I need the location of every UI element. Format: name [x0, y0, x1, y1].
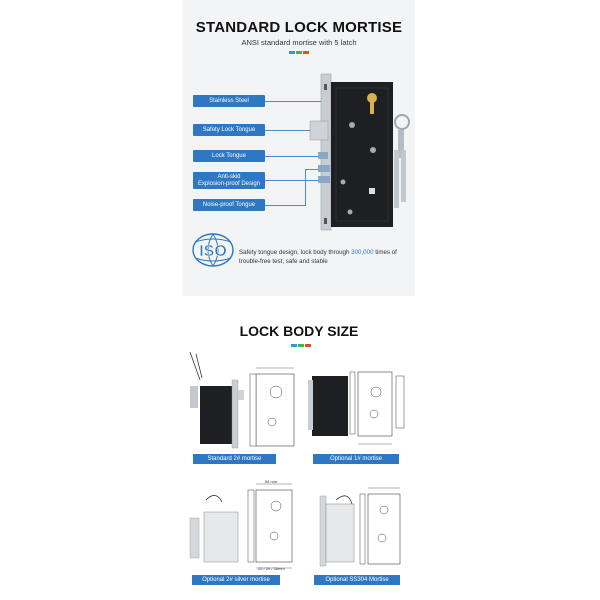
page-subtitle: ANSI standard mortise with 5 latch [241, 38, 357, 47]
page-title: STANDARD LOCK MORTISE [195, 19, 403, 36]
caption-standard-2-mortise: Standard 2# mortise [193, 454, 276, 464]
section-title-lock-body-size: LOCK BODY SIZE [239, 323, 359, 339]
brand-color-bar [289, 51, 309, 54]
callout-line [265, 101, 321, 102]
dimension-width-label: 84 mm [265, 479, 278, 484]
callout-noise-proof-tongue: Noise-proof Tongue [193, 199, 265, 211]
iso-badge-text: ISO [199, 243, 227, 260]
caption-optional-ss304-mortise: Optional SS304 Mortise [314, 575, 400, 585]
callout-anti-skid: Anti-skid Explosion-proof Design [193, 172, 265, 189]
callout-safety-lock-tongue: Safety Lock Tongue [193, 124, 265, 136]
callout-anti-skid-line1: Anti-skid [217, 174, 241, 180]
callout-anti-skid-line2: Explosion-proof Design [197, 180, 261, 187]
iso-text-before: Safety tongue design, lock body through [239, 249, 352, 256]
caption-optional-1-mortise: Optional 1# mortise [313, 454, 399, 464]
callout-line [305, 169, 318, 170]
optional-ss304-mortise-drawing [319, 487, 401, 567]
callout-line [265, 205, 305, 206]
iso-description: Safety tongue design, lock body through … [239, 248, 409, 266]
iso-highlight: 300,000 [351, 249, 374, 256]
standard-2-mortise-drawing [189, 351, 295, 449]
iso-globe-icon: ISO [192, 233, 234, 267]
callout-stainless-steel: Stainless Steel [193, 95, 265, 107]
callout-line [265, 180, 318, 181]
iso-text-after: times of trouble-free test, safe and sta… [239, 249, 397, 265]
callout-line [305, 169, 306, 206]
optional-2-silver-mortise-drawing [189, 483, 293, 569]
callout-lock-tongue: Lock Tongue [193, 150, 265, 162]
callout-line [265, 156, 318, 157]
optional-1-mortise-drawing [308, 371, 405, 445]
caption-optional-2-silver-mortise: Optional 2# silver mortise [192, 575, 280, 585]
brand-color-bar [291, 344, 311, 347]
dimension-bottom-label: 22 / 24 / 28mm [258, 566, 285, 571]
callout-line [265, 130, 310, 131]
